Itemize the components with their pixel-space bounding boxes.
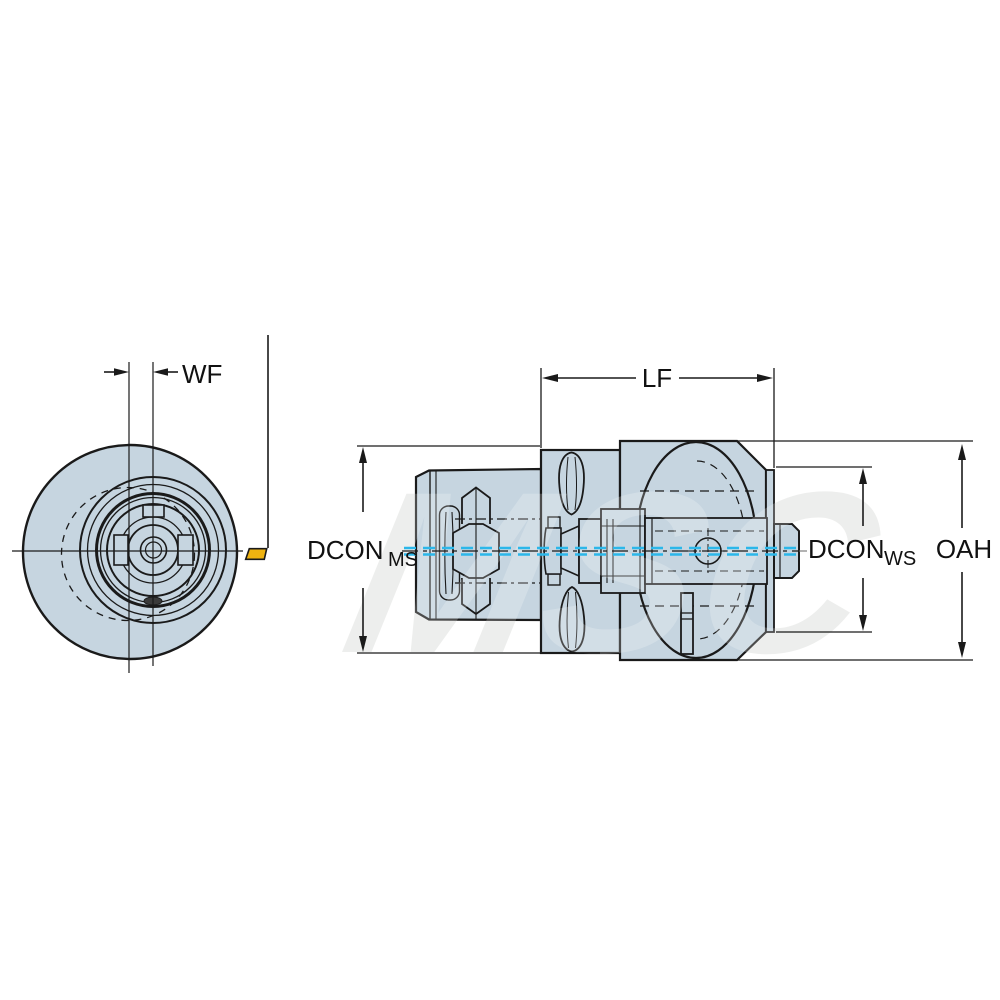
upper-leaf — [558, 451, 585, 516]
collet-slot-line-1 — [444, 511, 447, 595]
dcon-ws-label: DCON — [808, 534, 885, 564]
dimension-dcon-ws: DCON WS — [776, 466, 916, 633]
dcon-ws-label-sub: WS — [884, 548, 916, 570]
dcon-ms-arrowhead-bottom — [359, 636, 367, 652]
dcon-ms-label-sub: MS — [388, 549, 418, 571]
wf-arrowhead-left — [114, 368, 129, 376]
hidden-polygon-arc — [696, 460, 747, 640]
drive-slot-left — [113, 534, 129, 566]
upper-leaf-line-2 — [574, 456, 577, 511]
dimension-oah: OAH — [737, 440, 992, 661]
oah-label: OAH — [936, 534, 992, 564]
lf-label: LF — [642, 363, 672, 393]
watermark-overlay: MSC — [327, 444, 900, 701]
lf-arrowhead-right — [757, 374, 773, 382]
dcon-ws-arrowhead-bottom — [859, 615, 867, 631]
dimensions: WF LF DCON MS — [104, 359, 992, 661]
axis-centerlines — [402, 546, 807, 556]
oah-arrowhead-bottom — [958, 642, 966, 658]
dcon-ws-arrowhead-top — [859, 468, 867, 484]
insert-tip — [244, 547, 268, 561]
outer-body-circle — [21, 443, 239, 661]
watermark-overlay-text: MSC — [327, 444, 900, 701]
drive-slot-right — [177, 534, 194, 566]
front-view — [12, 335, 269, 673]
hidden-coupling-circle — [60, 486, 196, 622]
dcon-ms-label: DCON — [307, 535, 384, 565]
oah-arrowhead-top — [958, 444, 966, 460]
drive-pin — [680, 592, 694, 655]
lf-arrowhead-left — [542, 374, 558, 382]
wf-label: WF — [182, 359, 222, 389]
lower-leaf-line-2 — [575, 591, 578, 649]
dimension-wf: WF — [104, 359, 222, 389]
dimension-dcon-ms: DCON MS — [307, 445, 600, 654]
dcon-ms-arrowhead-top — [359, 447, 367, 463]
lower-leaf — [558, 586, 586, 653]
lower-leaf-line-1 — [566, 591, 569, 649]
wf-arrowhead-right — [153, 368, 168, 376]
side-view — [414, 439, 800, 662]
dimension-lf: LF — [540, 363, 775, 468]
upper-leaf-line-1 — [566, 456, 569, 511]
